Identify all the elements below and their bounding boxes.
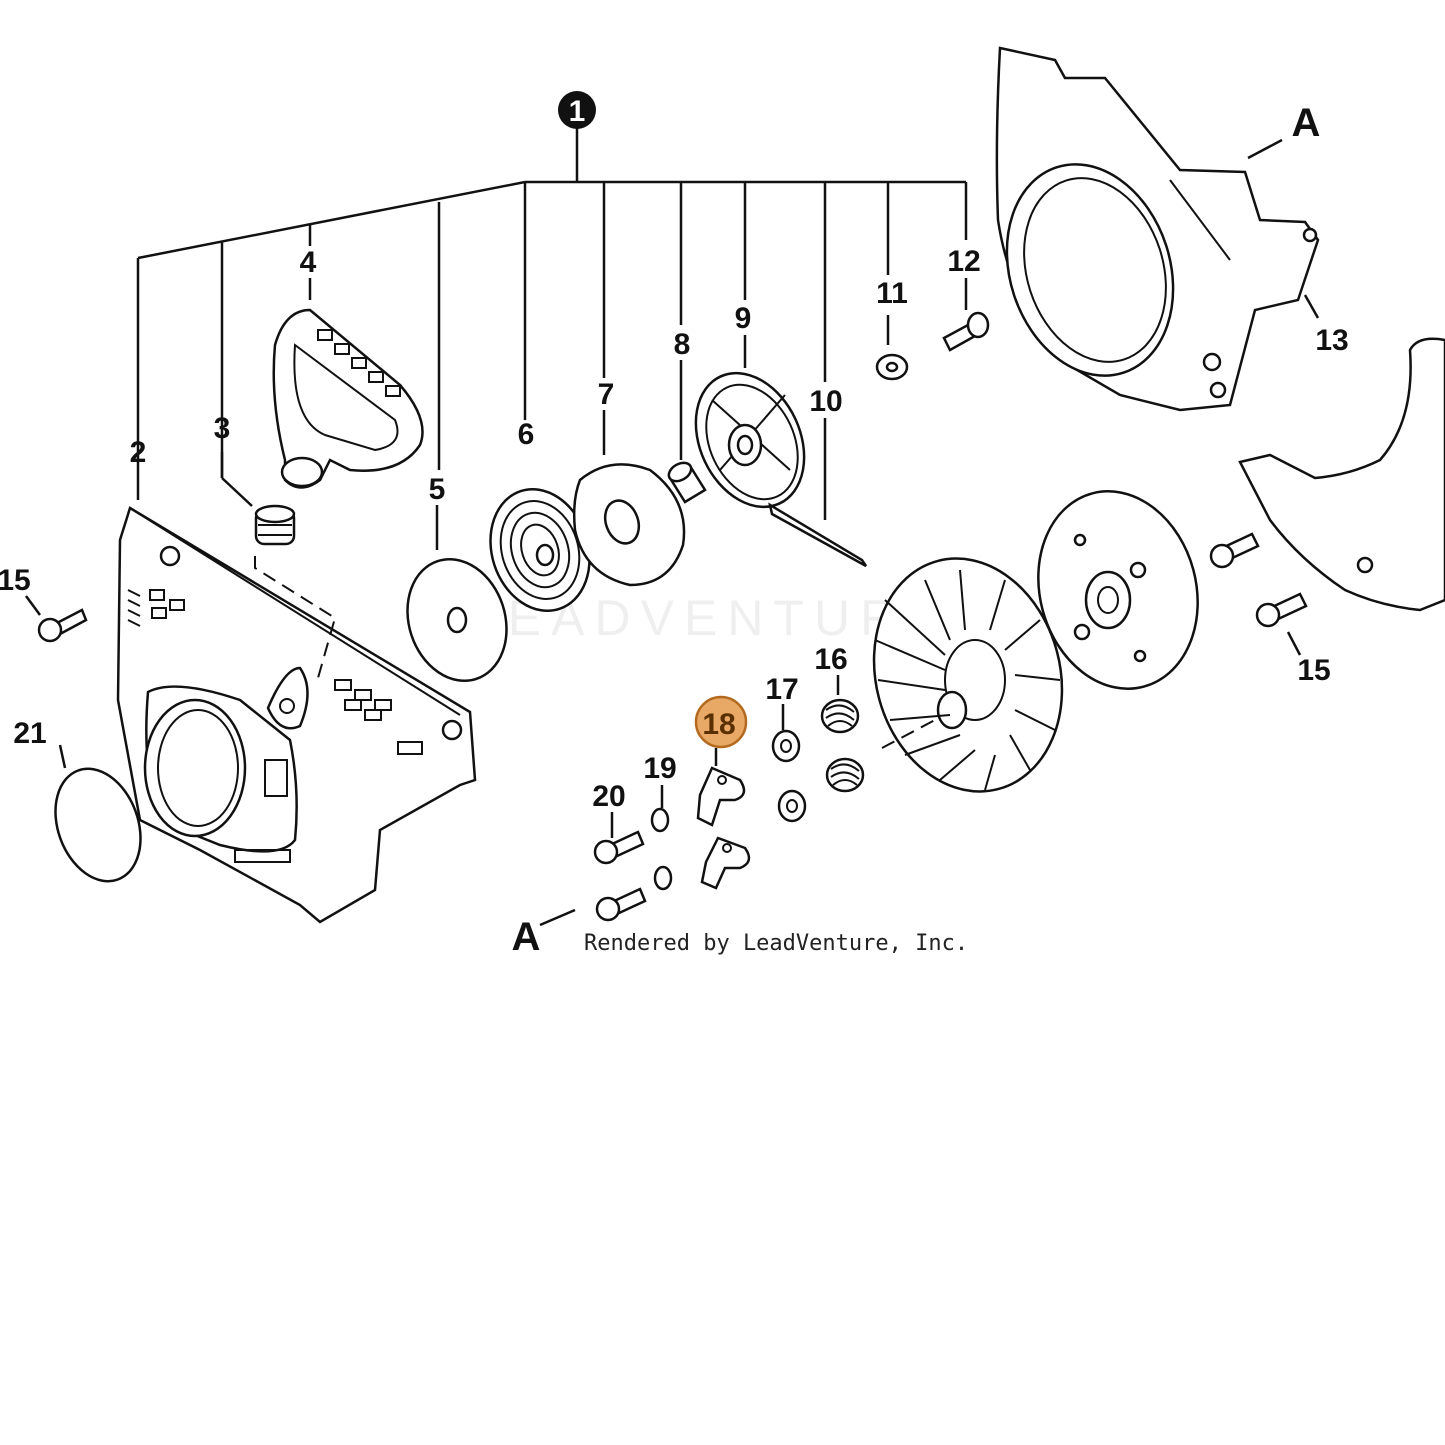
- label-part-21: 21: [13, 717, 46, 750]
- label-part-20: 20: [592, 780, 625, 813]
- label-part-5: 5: [429, 473, 446, 506]
- bolt-12[interactable]: [942, 311, 990, 352]
- label-part-16: 16: [814, 643, 847, 676]
- engine-housing-partial[interactable]: [1238, 337, 1445, 612]
- bolt-15-right-lower[interactable]: [1255, 592, 1308, 628]
- o-ring[interactable]: [41, 757, 156, 893]
- spring-16-upper[interactable]: [820, 698, 860, 734]
- cooling-fan[interactable]: [849, 537, 1088, 813]
- starter-rope[interactable]: [768, 502, 868, 568]
- screw-20-lower[interactable]: [595, 887, 647, 922]
- label-part-15-right: 15: [1297, 654, 1330, 687]
- label-part-8: 8: [674, 328, 691, 361]
- assembly-callout[interactable]: 1: [558, 91, 596, 129]
- label-part-17: 17: [765, 673, 798, 706]
- section-marker-top: A: [1292, 101, 1321, 145]
- assembly-bracket: [136, 128, 968, 507]
- washer-disc[interactable]: [392, 546, 522, 694]
- fan-axis-dash: [881, 719, 936, 749]
- label-leaders: [24, 138, 1320, 927]
- bushing[interactable]: [666, 459, 707, 504]
- section-marker-bottom: A: [512, 915, 541, 959]
- spring-plate[interactable]: [572, 463, 686, 587]
- screw-20-upper[interactable]: [593, 830, 645, 865]
- small-washer[interactable]: [875, 353, 909, 381]
- starter-handle[interactable]: [272, 308, 424, 489]
- label-part-7: 7: [598, 378, 615, 411]
- alignment-dash-3: [254, 556, 337, 679]
- label-part-4: 4: [300, 246, 317, 279]
- collar-17-upper[interactable]: [771, 729, 801, 763]
- washer-19-upper[interactable]: [650, 807, 670, 833]
- rope-reel[interactable]: [675, 355, 825, 524]
- assembly-callout-number: 1: [569, 95, 586, 128]
- label-part-13: 13: [1315, 324, 1348, 357]
- highlighted-part-18[interactable]: 18: [694, 695, 748, 749]
- label-part-2: 2: [130, 436, 147, 469]
- rope-grommet[interactable]: [254, 504, 296, 546]
- label-part-19: 19: [643, 752, 676, 785]
- flywheel[interactable]: [1017, 473, 1219, 707]
- washer-19-lower[interactable]: [653, 865, 673, 891]
- starter-housing[interactable]: [116, 506, 477, 924]
- label-part-15-left: 15: [0, 564, 31, 597]
- pawl-18-upper[interactable]: [696, 766, 746, 827]
- collar-17-lower[interactable]: [777, 789, 807, 823]
- label-part-11: 11: [876, 277, 908, 310]
- bolt-15-right-upper[interactable]: [1209, 532, 1260, 569]
- bolt-15-left[interactable]: [37, 608, 88, 643]
- spring-16-lower[interactable]: [825, 757, 865, 793]
- label-part-9: 9: [735, 302, 752, 335]
- label-part-12: 12: [947, 245, 980, 278]
- label-part-3: 3: [214, 412, 231, 445]
- fan-shroud[interactable]: [981, 46, 1320, 412]
- render-credit: Rendered by LeadVenture, Inc.: [584, 931, 968, 956]
- label-part-18: 18: [702, 708, 735, 741]
- label-part-6: 6: [518, 418, 535, 451]
- pawl-18-lower[interactable]: [700, 836, 751, 890]
- label-part-10: 10: [809, 385, 842, 418]
